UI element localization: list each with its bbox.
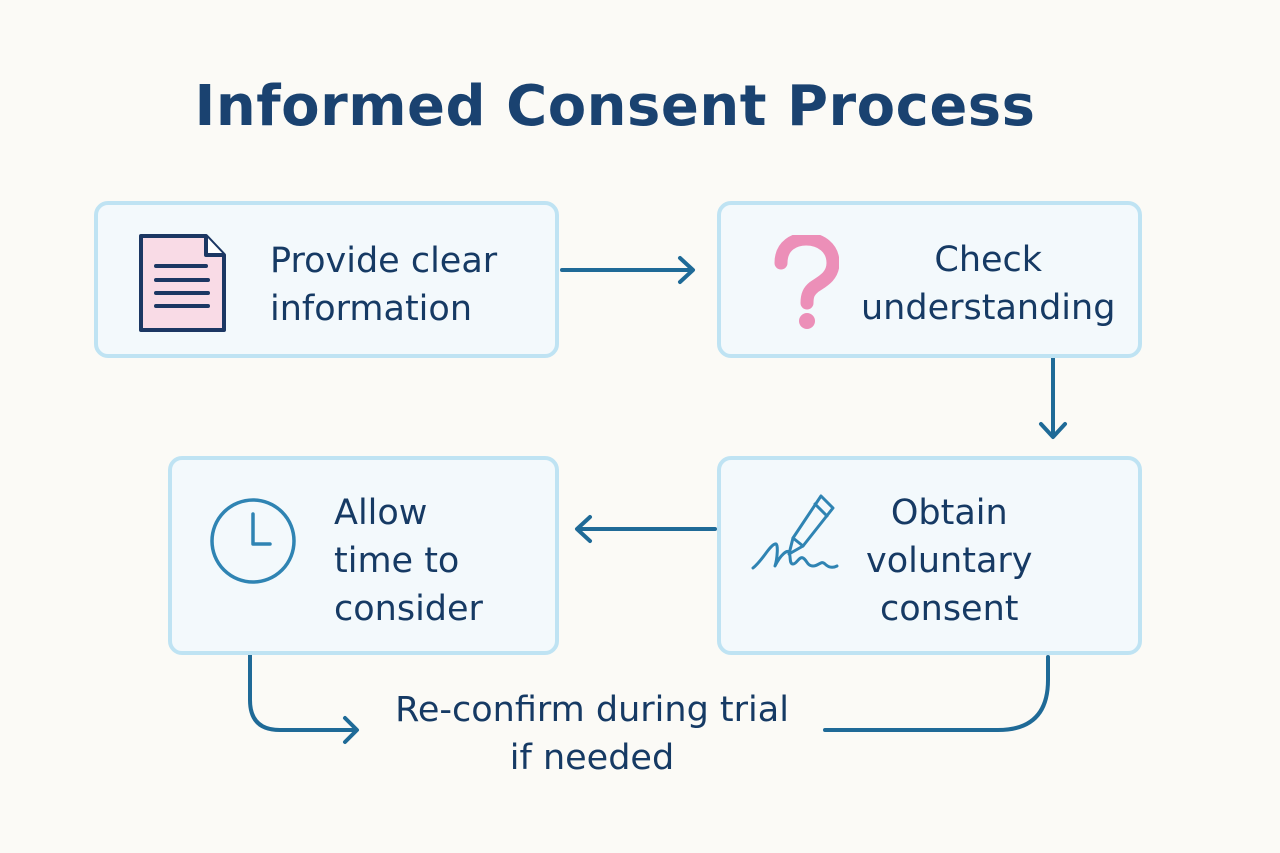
arrow-provide-to-check <box>560 256 695 284</box>
arrow-obtain-to-allow <box>575 515 717 543</box>
page-title: Informed Consent Process <box>194 74 1036 139</box>
arrow-check-to-obtain <box>1039 356 1067 439</box>
reconfirm-note: Re-confirm during trial if needed <box>395 690 789 778</box>
document-icon <box>136 231 228 339</box>
step-label: Allow time to consider <box>334 493 483 629</box>
step-check-understanding: Check understanding <box>717 201 1142 358</box>
connector-obtain-to-footer <box>823 655 1050 732</box>
clock-icon <box>208 496 298 590</box>
step-label: Provide clear information <box>270 241 498 329</box>
arrow-allow-to-footer <box>248 653 359 744</box>
question-mark-icon <box>771 232 840 335</box>
step-label: Obtain voluntary consent <box>866 493 1033 629</box>
step-allow-time: Allow time to consider <box>168 456 559 655</box>
step-label: Check understanding <box>861 240 1116 328</box>
step-provide-information: Provide clear information <box>94 201 559 358</box>
step-obtain-consent: Obtain voluntary consent <box>717 456 1142 655</box>
pen-signature-icon <box>749 490 849 580</box>
